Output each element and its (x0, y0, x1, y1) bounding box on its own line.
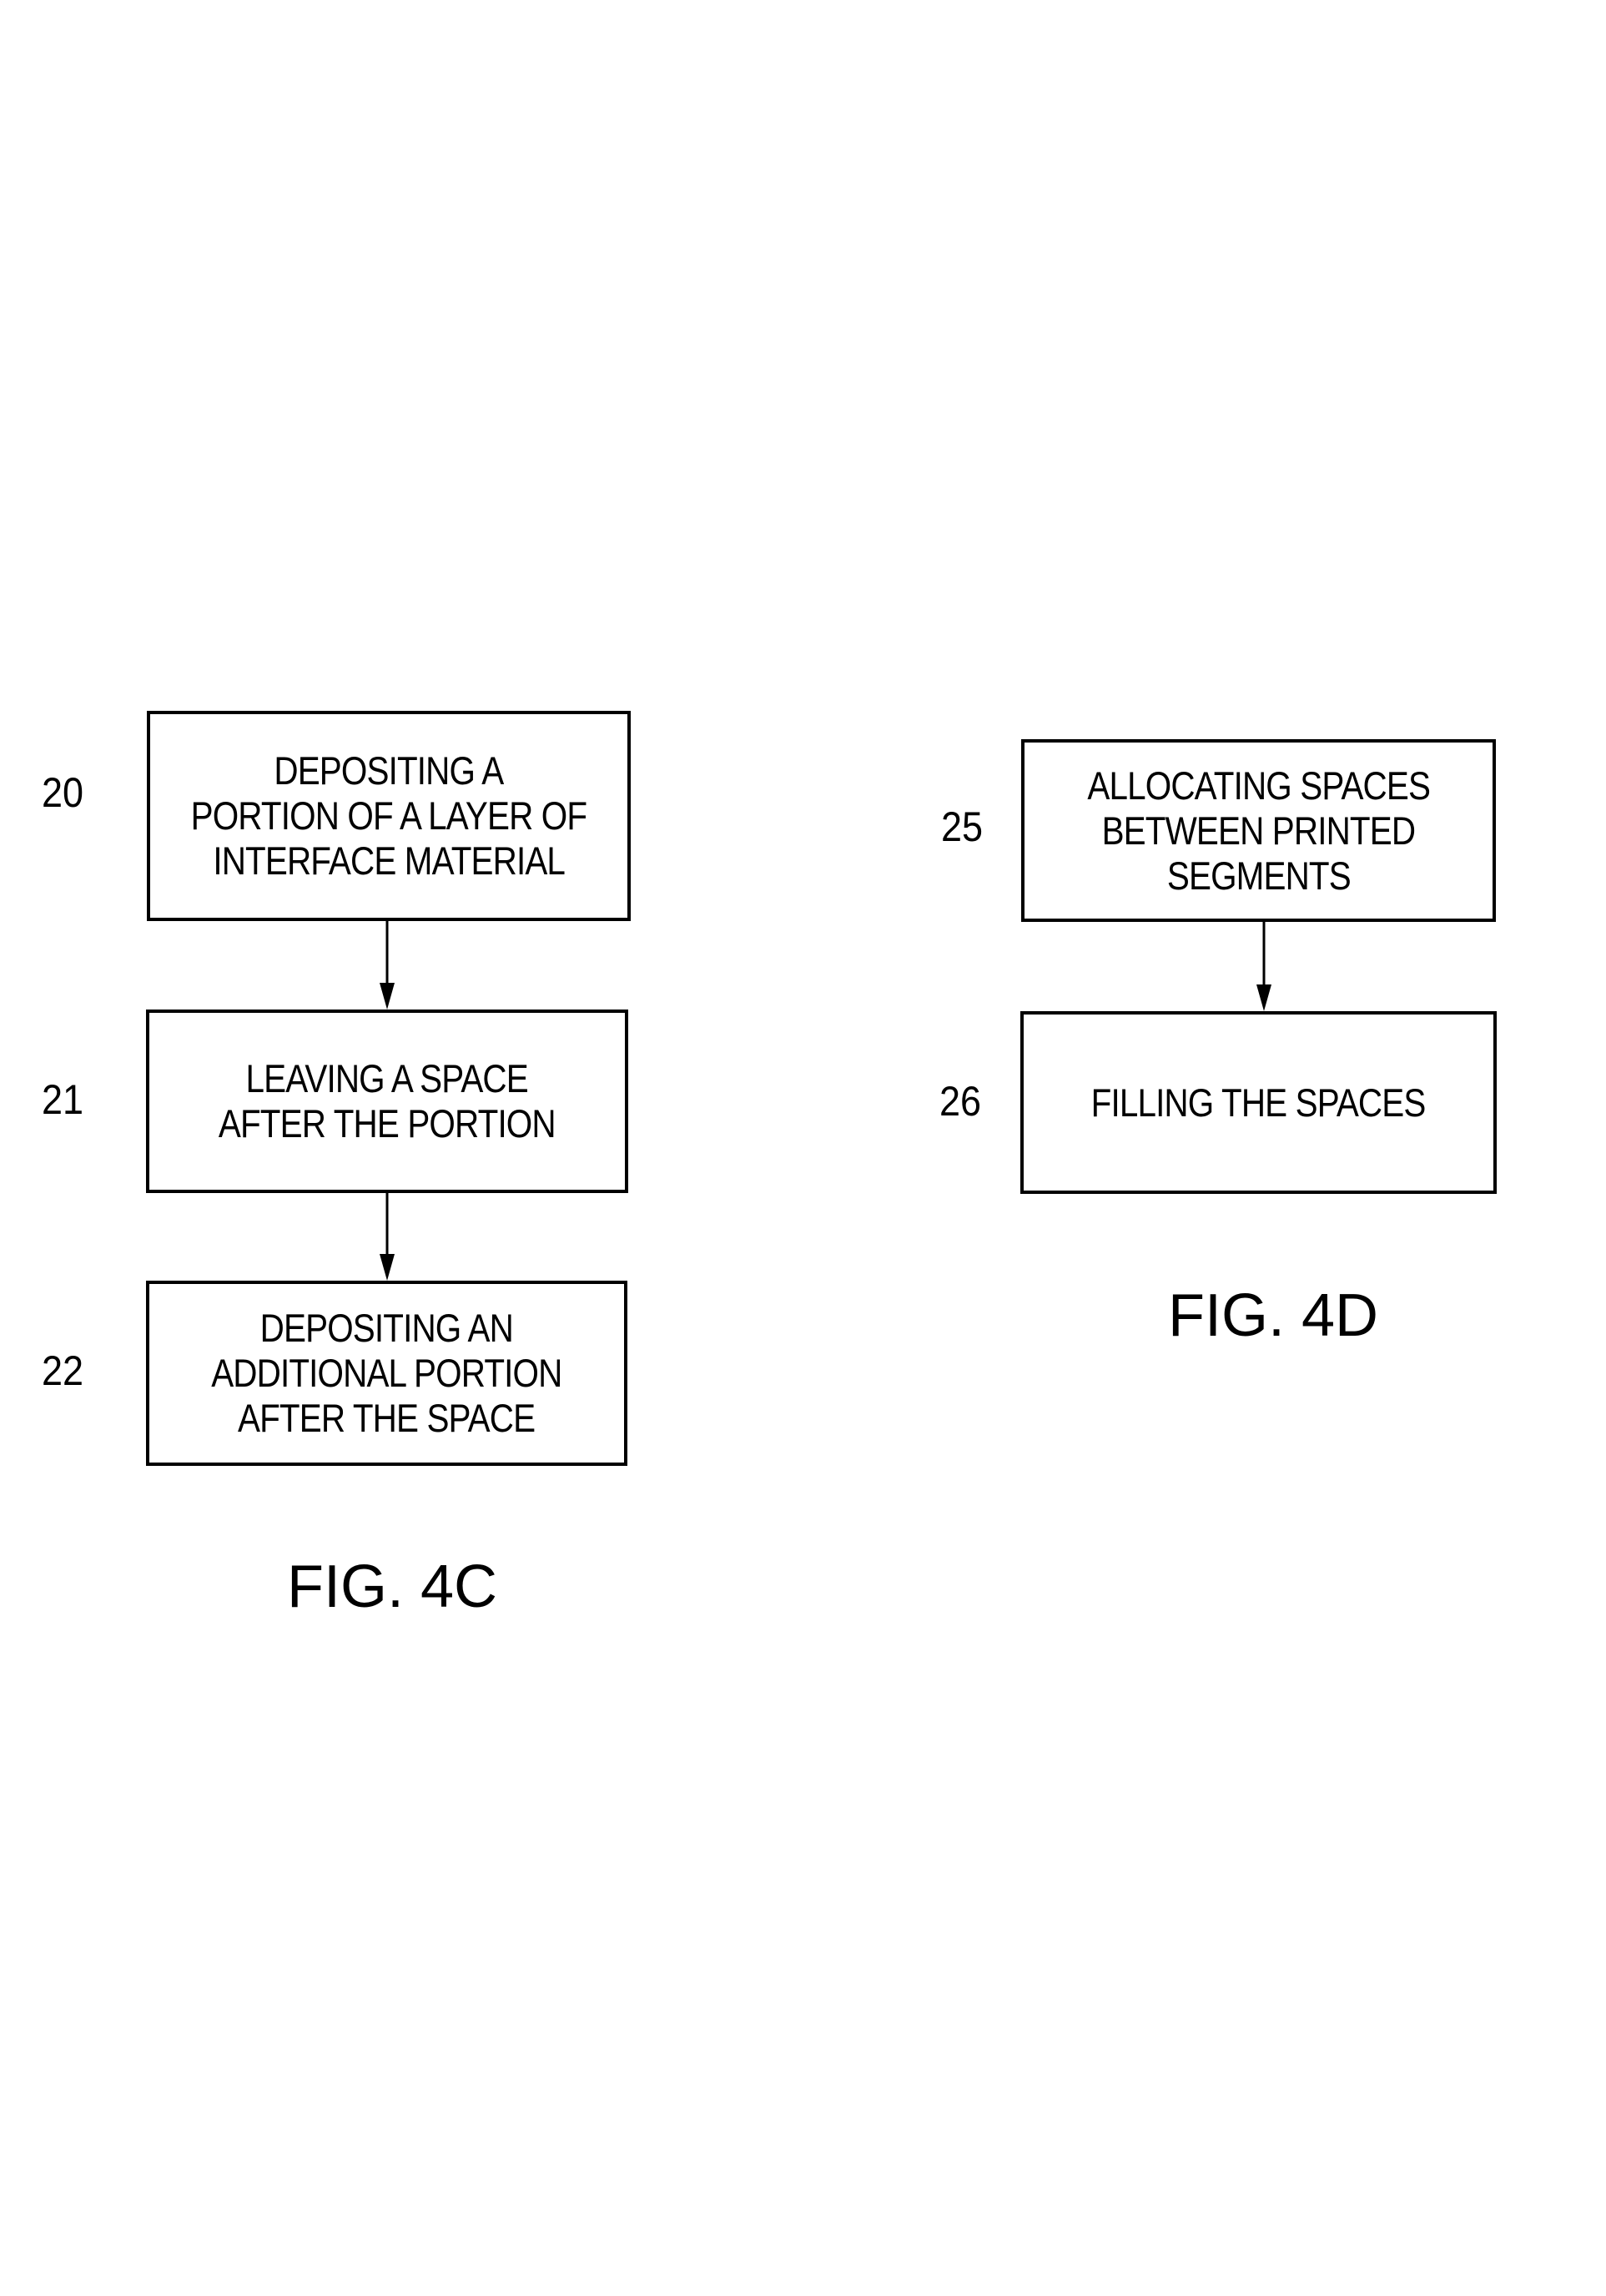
arrowhead-icon (1256, 984, 1271, 1011)
arrow-25-to-26 (1256, 922, 1271, 1011)
arrow-21-to-22 (380, 1193, 395, 1281)
arrow-20-to-21 (380, 921, 395, 1010)
arrowhead-icon (380, 1254, 395, 1281)
arrowhead-icon (380, 983, 395, 1010)
